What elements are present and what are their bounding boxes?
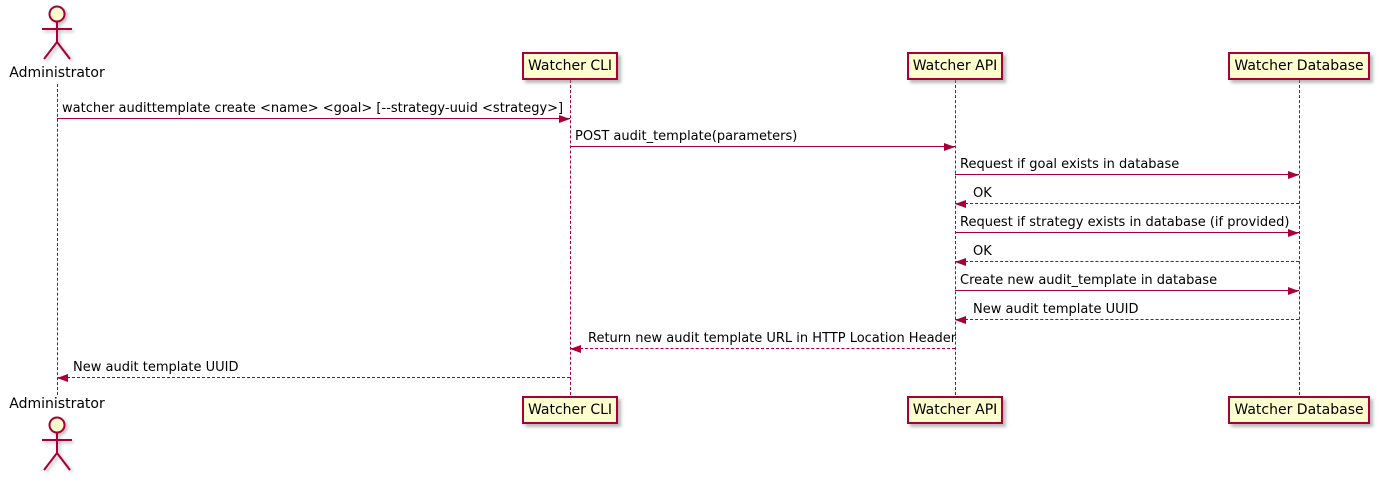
message-line xyxy=(955,203,1299,204)
message-line xyxy=(955,232,1299,233)
message-line xyxy=(57,118,570,119)
arrowhead-icon xyxy=(955,199,966,208)
participant-box-watcher-cli-top: Watcher CLI xyxy=(522,52,618,80)
message-line xyxy=(570,348,955,349)
participant-box-watcher-api-bottom: Watcher API xyxy=(907,396,1003,424)
message-line xyxy=(570,146,955,147)
arrowhead-icon xyxy=(955,257,966,266)
arrowhead-icon xyxy=(570,344,581,353)
arrowhead-icon xyxy=(1288,170,1299,179)
message-label: New audit template UUID xyxy=(973,302,1139,317)
message-label: New audit template UUID xyxy=(73,360,239,375)
message-label: watcher audittemplate create <name> <goa… xyxy=(62,101,564,116)
message-label: Request if strategy exists in database (… xyxy=(960,215,1290,230)
participant-box-watcher-database-top: Watcher Database xyxy=(1228,52,1370,80)
lifeline-watcher-cli xyxy=(570,80,571,395)
lifeline-administrator xyxy=(57,84,58,395)
message-line xyxy=(955,290,1299,291)
arrowhead-icon xyxy=(559,114,570,123)
arrowhead-icon xyxy=(1288,286,1299,295)
message-line xyxy=(955,261,1299,262)
message-label: Create new audit_template in database xyxy=(960,273,1218,288)
actor-icon xyxy=(42,5,72,60)
arrowhead-icon xyxy=(955,315,966,324)
message-line xyxy=(955,319,1299,320)
message-label: Request if goal exists in database xyxy=(960,157,1180,172)
message-line xyxy=(57,377,570,378)
actor-icon xyxy=(42,416,72,471)
message-line xyxy=(955,174,1299,175)
message-label: POST audit_template(parameters) xyxy=(575,129,798,144)
participant-box-watcher-api-top: Watcher API xyxy=(907,52,1003,80)
message-label: OK xyxy=(973,244,992,259)
message-label: OK xyxy=(973,186,992,201)
actor-label: Administrator xyxy=(9,396,105,412)
arrowhead-icon xyxy=(1288,228,1299,237)
message-label: Return new audit template URL in HTTP Lo… xyxy=(588,331,957,346)
arrowhead-icon xyxy=(57,373,68,382)
participant-box-watcher-database-bottom: Watcher Database xyxy=(1228,396,1370,424)
actor-label: Administrator xyxy=(9,65,105,81)
lifeline-watcher-database xyxy=(1299,80,1300,395)
arrowhead-icon xyxy=(944,142,955,151)
lifeline-watcher-api xyxy=(955,80,956,395)
participant-box-watcher-cli-bottom: Watcher CLI xyxy=(522,396,618,424)
